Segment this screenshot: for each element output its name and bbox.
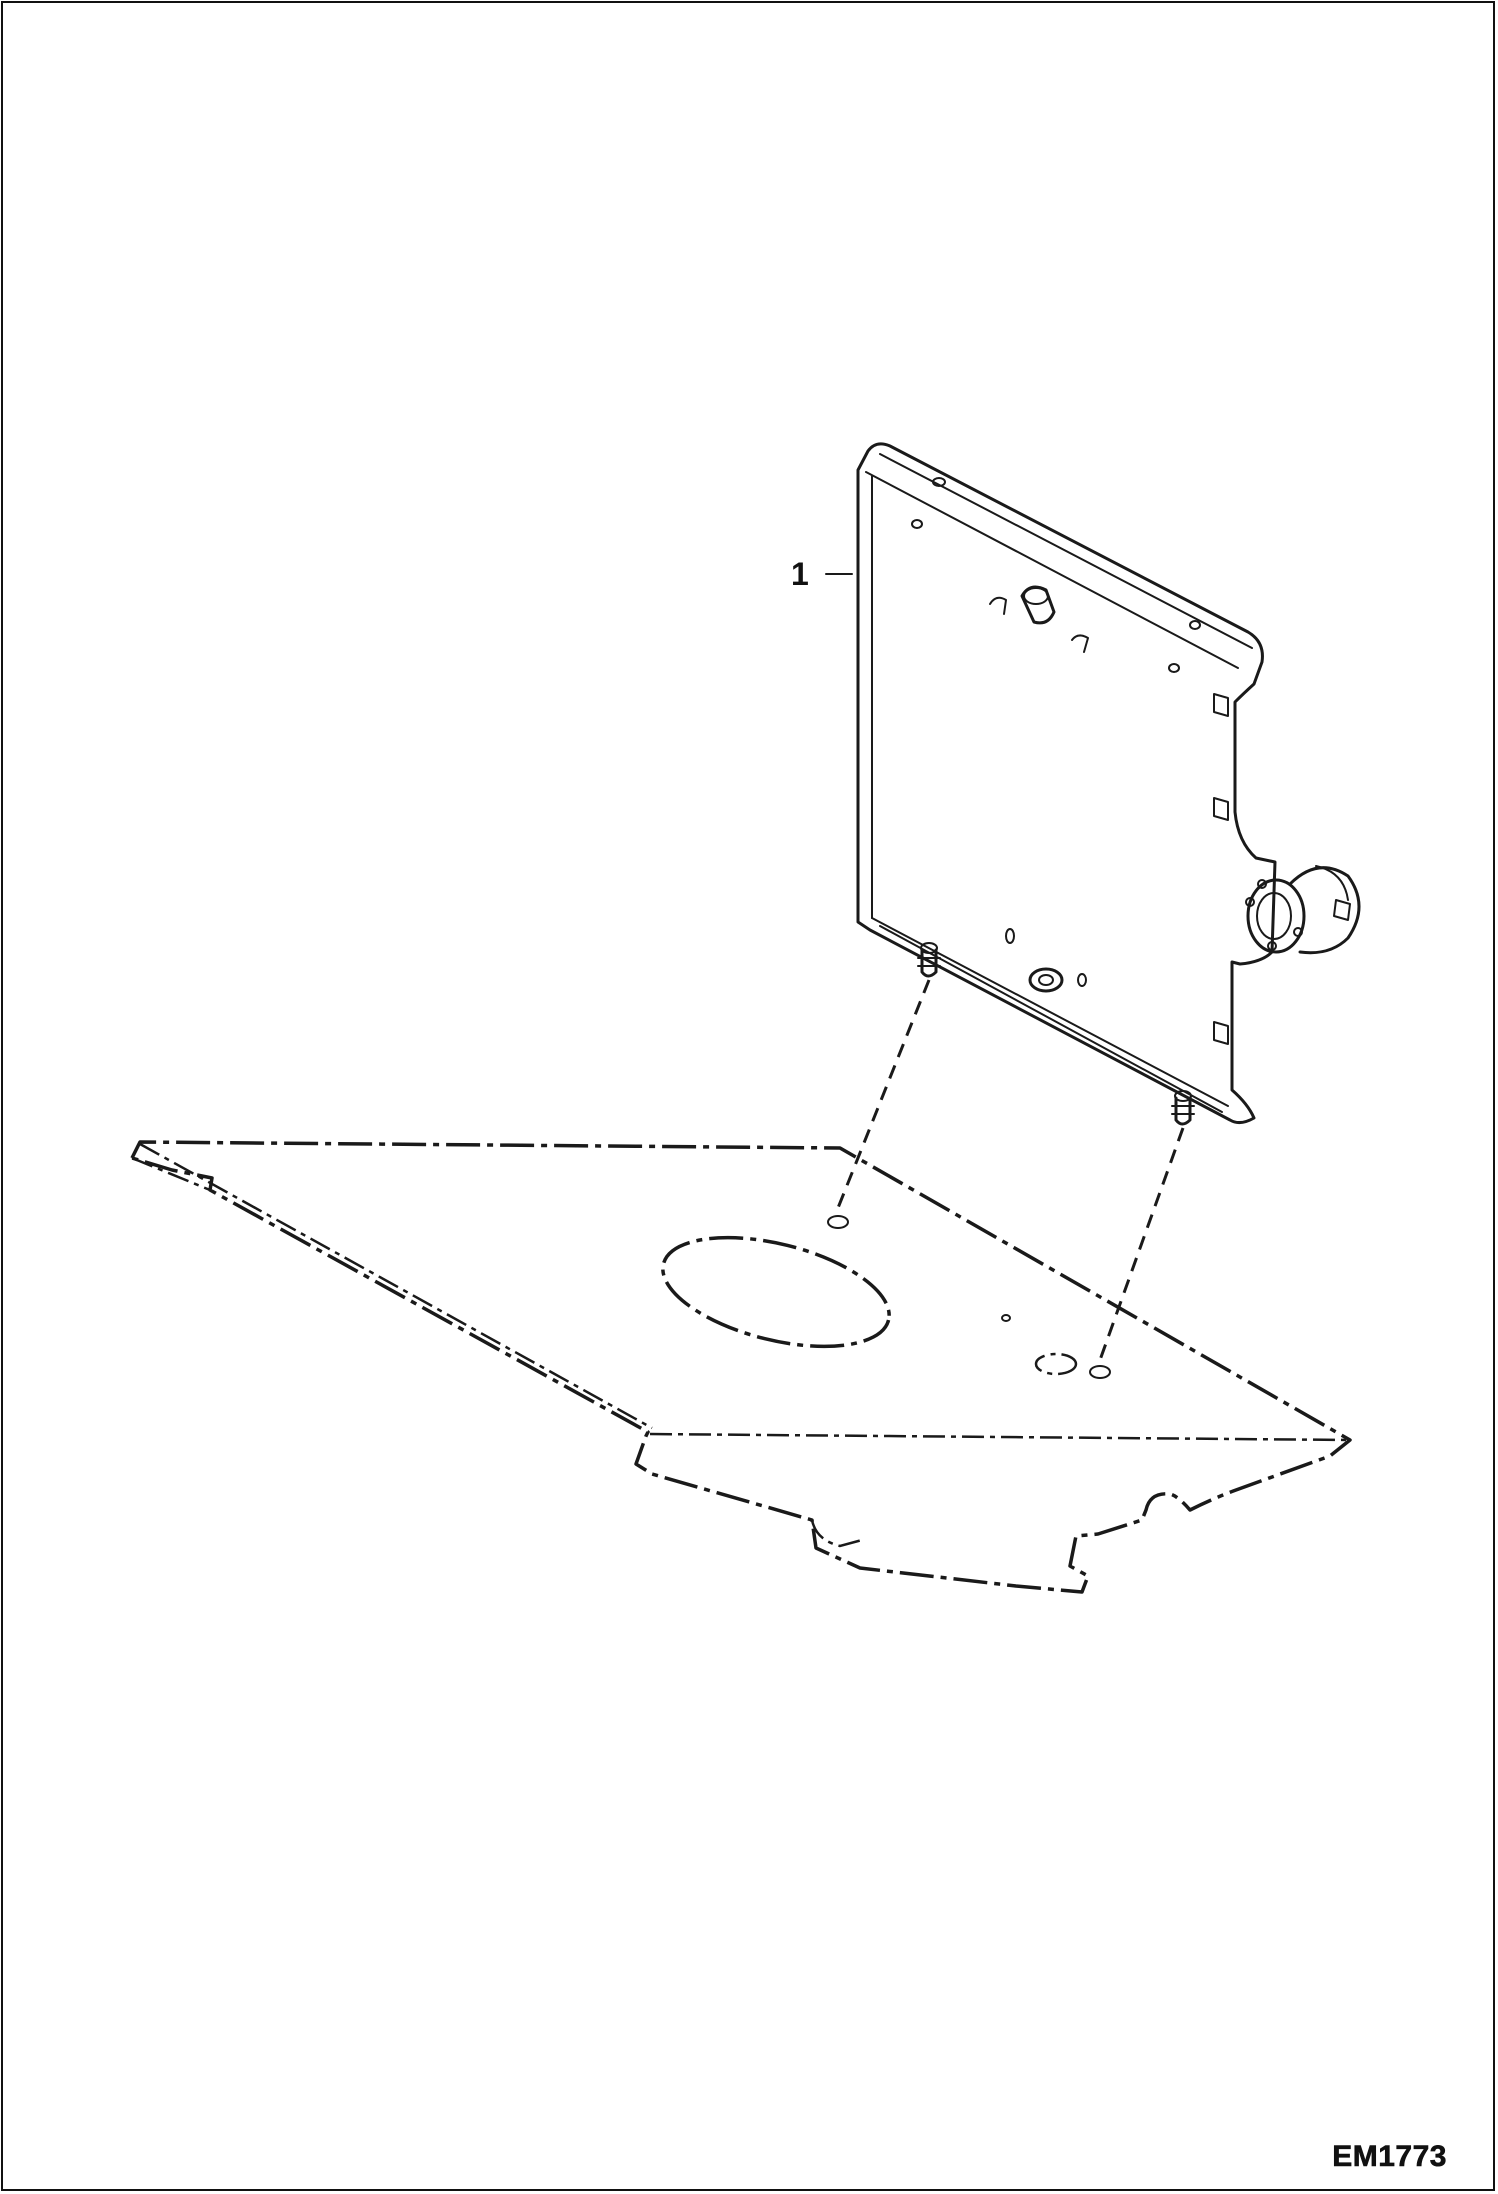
plate-outline <box>856 442 1277 1125</box>
hole <box>932 477 946 487</box>
slot <box>1213 1021 1229 1045</box>
floor-round-opening <box>1034 1352 1078 1376</box>
hole <box>1168 663 1180 673</box>
plate-lower-holes <box>1005 928 1087 993</box>
floor-hole-right <box>1089 1365 1111 1379</box>
round-connector <box>1245 865 1361 955</box>
floor-fold-line <box>649 1432 1351 1442</box>
slot <box>1213 797 1229 821</box>
assembly-line-right <box>1098 1127 1185 1361</box>
hole <box>1189 620 1201 630</box>
callout-label-1: 1 <box>791 556 809 592</box>
stud-right <box>1171 1090 1195 1126</box>
floor-lip-line <box>131 1156 211 1192</box>
figure-id: EM1773 <box>1332 2140 1447 2173</box>
slot <box>1213 693 1229 717</box>
floor-hole-left <box>827 1215 849 1229</box>
bottom-edge-line <box>871 917 1229 1107</box>
floor-panel-phantom <box>130 1140 1352 1594</box>
floor-large-opening <box>661 1235 891 1349</box>
top-flange-line-2 <box>879 453 1253 649</box>
mounting-plate-part-1 <box>856 442 1361 1126</box>
top-flange-line <box>865 471 1239 669</box>
hole <box>911 519 923 529</box>
stud-left <box>917 942 941 978</box>
floor-panel-outline <box>130 1140 1352 1594</box>
boss-stud <box>989 585 1089 653</box>
floor-edge-line <box>139 1142 653 1430</box>
floor-small-hole <box>1001 1314 1011 1322</box>
floor-bottom-tab <box>810 1519 863 1548</box>
assembly-line-left <box>836 979 931 1209</box>
bottom-edge-line-2 <box>879 925 1223 1113</box>
